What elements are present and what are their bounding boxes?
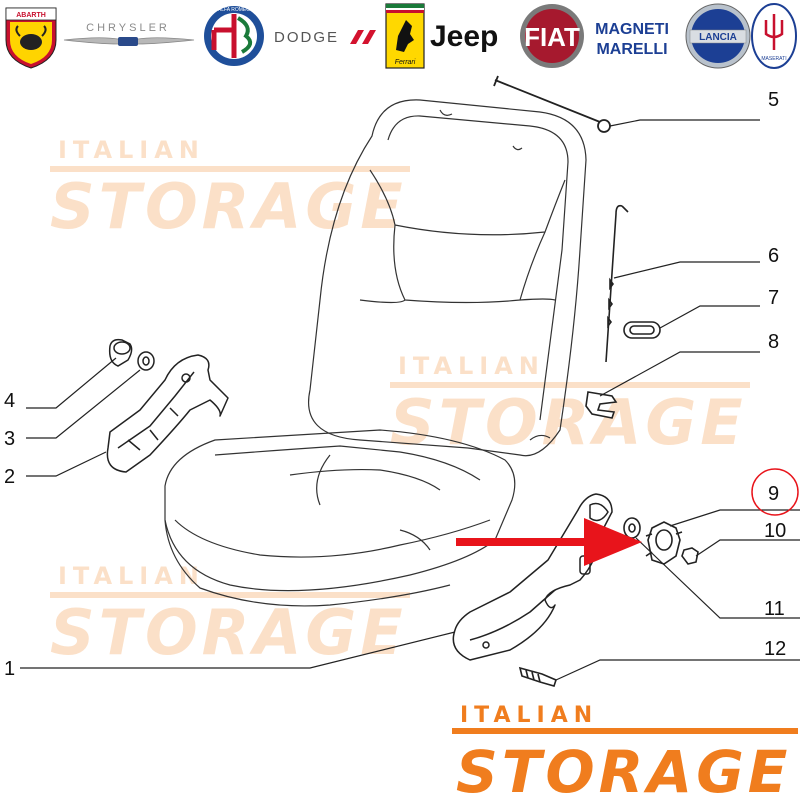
part-11-spacer bbox=[623, 517, 641, 539]
watermark-italian-text: ITALIAN bbox=[58, 562, 205, 590]
leader-line-12 bbox=[555, 659, 800, 681]
part-7-grommet bbox=[623, 321, 661, 339]
callout-11: 11 bbox=[764, 598, 785, 620]
jeep-logo-text: Jeep bbox=[430, 20, 498, 53]
part-2-side-cover bbox=[106, 354, 229, 473]
maserati-logo: MASERATI bbox=[751, 3, 797, 69]
dodge-logo: DODGE bbox=[274, 29, 376, 46]
callout-6: 6 bbox=[768, 245, 779, 267]
callout-12: 12 bbox=[764, 638, 786, 660]
alfa-romeo-logo: ALFA ROMEO bbox=[204, 6, 264, 66]
seat-drawing bbox=[164, 99, 587, 607]
watermark-storage-text: STORAGE bbox=[50, 596, 407, 669]
leader-line-11 bbox=[635, 537, 800, 619]
magneti-text: MAGNETI bbox=[595, 21, 669, 38]
part-8-clip bbox=[585, 391, 618, 419]
part-1-recliner-lever bbox=[452, 493, 613, 661]
ferrari-logo-text: Ferrari bbox=[395, 59, 416, 66]
watermark-bottom-left: ITALIAN STORAGE bbox=[50, 562, 410, 669]
callout-8: 8 bbox=[768, 331, 779, 353]
leader-line-6 bbox=[613, 261, 760, 279]
watermark-logo-main: ITALIAN STORAGE bbox=[452, 703, 798, 800]
leader-line-1 bbox=[20, 631, 456, 669]
leader-line-10 bbox=[695, 539, 800, 557]
seat-backrest bbox=[308, 99, 587, 457]
watermark-main-storage: STORAGE bbox=[456, 738, 791, 800]
dodge-logo-text: DODGE bbox=[274, 29, 339, 46]
leader-line-5 bbox=[609, 119, 760, 127]
callout-10: 10 bbox=[764, 520, 786, 542]
watermark-storage-text: STORAGE bbox=[390, 386, 747, 459]
lancia-logo-text: LANCIA bbox=[699, 32, 737, 43]
part-5-rod bbox=[493, 75, 611, 133]
fiat-logo-text: FIAT bbox=[524, 22, 580, 52]
callout-3: 3 bbox=[4, 428, 15, 450]
leader-line-9 bbox=[669, 509, 800, 527]
abarth-logo-text: ABARTH bbox=[16, 12, 46, 19]
maserati-logo-text: MASERATI bbox=[761, 56, 786, 62]
highlight-circle bbox=[751, 468, 799, 516]
lancia-logo: LANCIA bbox=[685, 3, 751, 69]
chrysler-logo-text: CHRYSLER bbox=[86, 22, 170, 34]
watermark-italian-text: ITALIAN bbox=[58, 136, 205, 164]
magneti-marelli-logo: MAGNETI MARELLI bbox=[595, 21, 669, 58]
abarth-logo: ABARTH bbox=[5, 7, 57, 69]
jeep-logo: Jeep bbox=[430, 20, 498, 53]
leader-line-8 bbox=[599, 351, 760, 397]
leader-line-7 bbox=[659, 305, 760, 329]
watermark-middle: ITALIAN STORAGE bbox=[390, 352, 750, 459]
brand-logo-strip: ABARTH CHRYSLER ALFA ROMEO DODGE bbox=[5, 3, 797, 69]
watermark-main-italian: ITALIAN bbox=[460, 703, 598, 728]
leader-line-2 bbox=[26, 451, 107, 477]
chrysler-logo: CHRYSLER bbox=[63, 22, 195, 46]
marelli-text: MARELLI bbox=[596, 41, 667, 58]
callout-numbers: 1 2 3 4 5 6 7 8 9 10 11 12 bbox=[4, 89, 786, 680]
callout-7: 7 bbox=[768, 287, 779, 309]
callout-5: 5 bbox=[768, 89, 779, 111]
alfa-romeo-logo-text: ALFA ROMEO bbox=[218, 7, 250, 13]
part-6-cable bbox=[605, 204, 629, 363]
part-12-screw bbox=[518, 666, 557, 687]
callout-4: 4 bbox=[4, 390, 15, 412]
part-4-bushing bbox=[108, 338, 133, 367]
part-10-nut bbox=[681, 547, 699, 565]
watermark-top-left: ITALIAN STORAGE bbox=[50, 136, 410, 243]
red-arrow bbox=[456, 518, 642, 566]
watermark-storage-text: STORAGE bbox=[50, 170, 407, 243]
callout-9: 9 bbox=[768, 483, 779, 505]
callout-1: 1 bbox=[4, 658, 15, 680]
leader-line-3 bbox=[26, 369, 141, 439]
part-9-knob bbox=[645, 521, 683, 565]
leader-lines bbox=[20, 119, 800, 681]
watermark-italian-text: ITALIAN bbox=[398, 352, 545, 380]
leader-line-4 bbox=[26, 357, 117, 409]
fiat-logo: FIAT bbox=[520, 4, 584, 68]
ferrari-logo: Ferrari bbox=[385, 3, 425, 69]
part-3-washer bbox=[137, 351, 155, 371]
callout-2: 2 bbox=[4, 466, 15, 488]
